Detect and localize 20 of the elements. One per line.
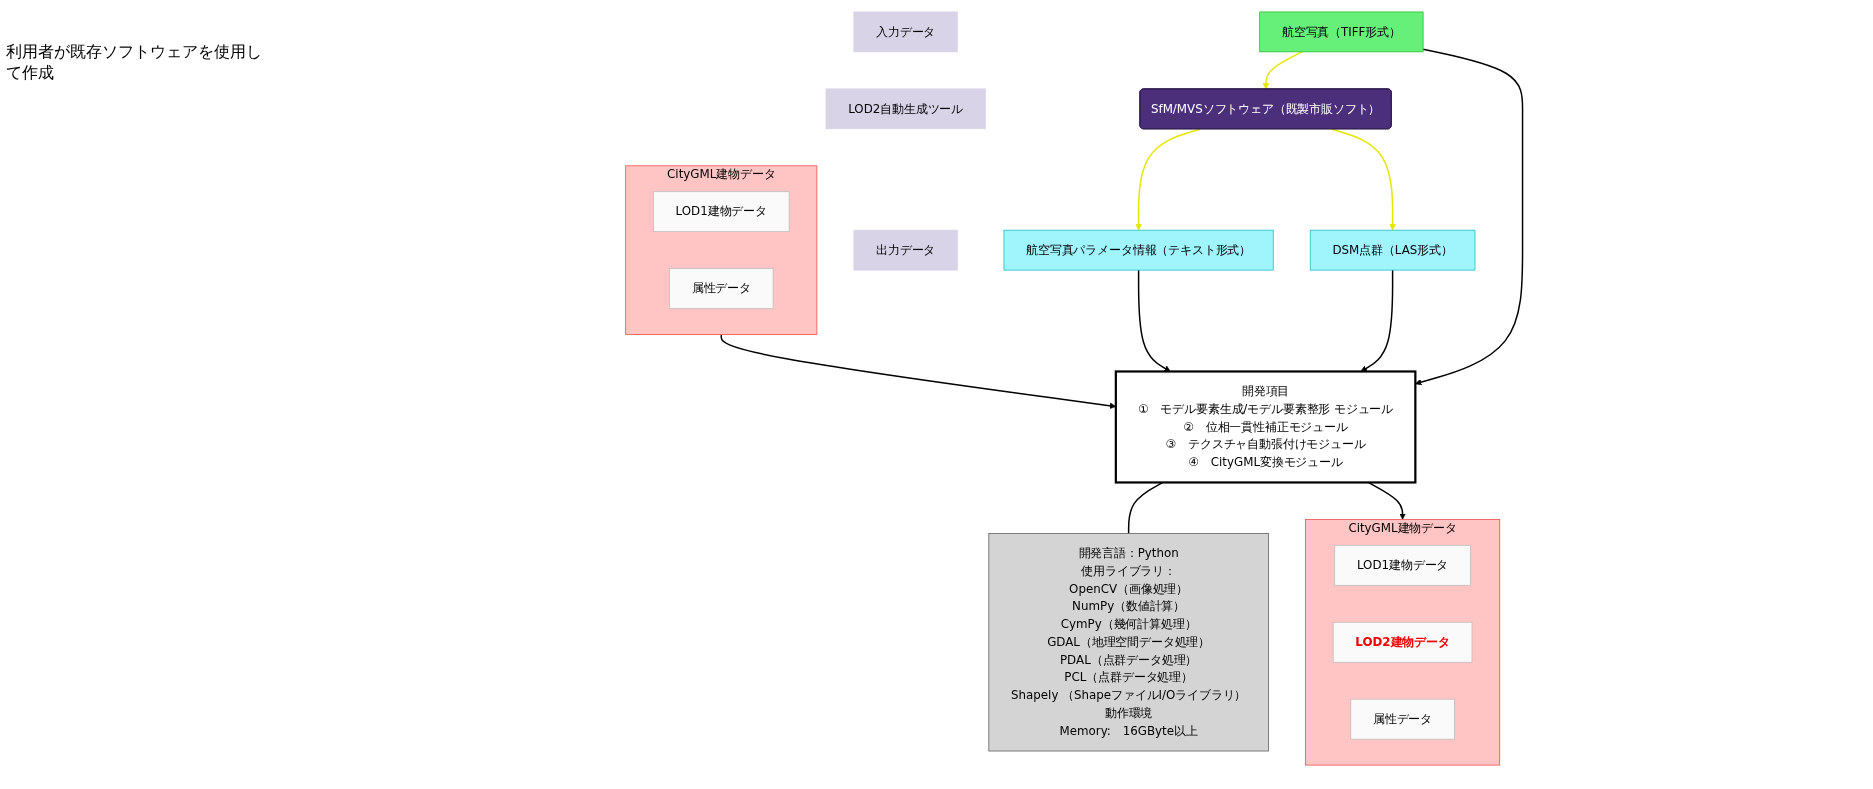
arrow (1138, 269, 1171, 372)
node-box: 出力データ (853, 229, 959, 271)
node-box: 航空写真パラメータ情報（テキスト形式） (1003, 229, 1274, 271)
node-box: 入力データ (853, 11, 959, 53)
node-box: LOD2建物データ (1333, 621, 1473, 663)
node-box: 属性データ (1350, 698, 1456, 740)
node-box: LOD1建物データ (1334, 545, 1472, 586)
node-box: 航空写真（TIFF形式） (1259, 11, 1424, 53)
arrow (1415, 48, 1524, 386)
arrow (720, 333, 1117, 410)
arrow (1331, 128, 1397, 231)
note: 利用者が既存ソフトウェアを使用して作成 (6, 42, 263, 84)
node-box: LOD2自動生成ツール (825, 88, 987, 130)
node-box: 開発項目 ① モデル要素生成/モデル要素整形 モジュール ② 位相一貫性補正モジュール ③ テクスチャ自動張付けモジュール ④ CityGML変換モジュール (1115, 370, 1417, 484)
node-box: LOD1建物データ (653, 191, 790, 232)
node-box: 開発言語：Python 使用ライブラリ： OpenCV（画像処理） NumPy（数値計算） CymPy（幾何計算処理） GDAL（地理空間データ処理） PDAL（点群データ処理） PCL（点群データ処理） Shapely （ShapeファイルI/Oライブラリ） 動作環境 Memory: 16GByte以上 (988, 533, 1270, 752)
node-box: DSM点群（LAS形式） (1310, 229, 1476, 271)
arrow (1135, 128, 1202, 231)
node-box: 属性データ (669, 268, 774, 309)
arrow (1360, 269, 1394, 372)
